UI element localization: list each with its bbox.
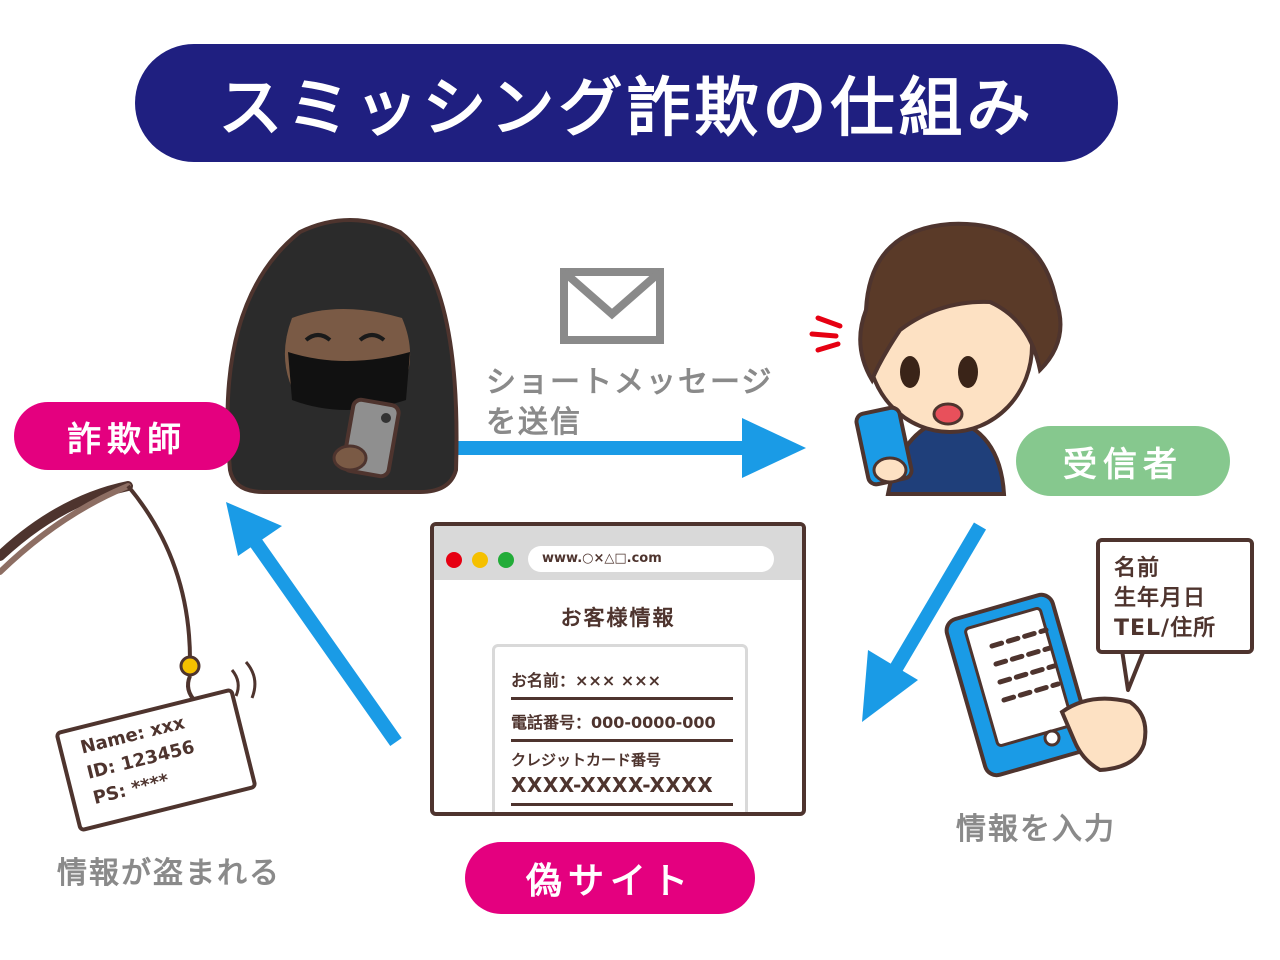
arrow-right <box>446 418 806 478</box>
envelope-icon <box>560 268 664 344</box>
browser-toolbar: www.○×△□.com <box>434 526 802 580</box>
card-field-label: クレジットカード番号 <box>511 751 662 769</box>
minimize-dot-icon <box>472 552 488 568</box>
fake-site-label: 偽サイト <box>465 842 755 914</box>
bubble-name: 名前 <box>1114 556 1161 581</box>
url-bar: www.○×△□.com <box>528 546 774 572</box>
scammer-figure <box>225 218 459 494</box>
bubble-birthdate: 生年月日 <box>1114 586 1207 611</box>
sms-label-line1: ショートメッセージ <box>486 365 774 400</box>
input-label: 情報を入力 <box>956 812 1116 847</box>
card-field: XXXX-XXXX-XXXX <box>511 773 733 806</box>
page-title: スミッシング詐欺の仕組み <box>218 72 1035 146</box>
title-banner: スミッシング詐欺の仕組み <box>135 44 1118 162</box>
receiver-figure <box>809 221 1063 496</box>
customer-form: お名前：××× ××× 電話番号：000-0000-000 クレジットカード番号… <box>492 644 748 812</box>
phone-input-figure <box>944 592 1148 778</box>
bubble-tel-address: TEL/住所 <box>1114 616 1217 641</box>
form-title: お客様情報 <box>560 606 676 630</box>
name-field: お名前：××× ××× <box>511 667 733 700</box>
scammer-label: 詐欺師 <box>14 402 240 470</box>
sms-label-line2: を送信 <box>486 405 582 440</box>
info-speech-bubble: 名前 生年月日 TEL/住所 <box>1096 538 1254 654</box>
bubble-tail <box>1120 648 1146 692</box>
arrow-down-left <box>862 522 987 722</box>
arrow-up-left <box>226 502 402 747</box>
maximize-dot-icon <box>498 552 514 568</box>
stolen-label: 情報が盗まれる <box>57 856 281 891</box>
fake-site-browser: www.○×△□.com お客様情報 お名前：××× ××× 電話番号：000-… <box>430 522 806 816</box>
close-dot-icon <box>446 552 462 568</box>
receiver-label: 受信者 <box>1016 426 1230 496</box>
phone-field: 電話番号：000-0000-000 <box>511 709 733 742</box>
fishing-rod <box>0 481 257 707</box>
